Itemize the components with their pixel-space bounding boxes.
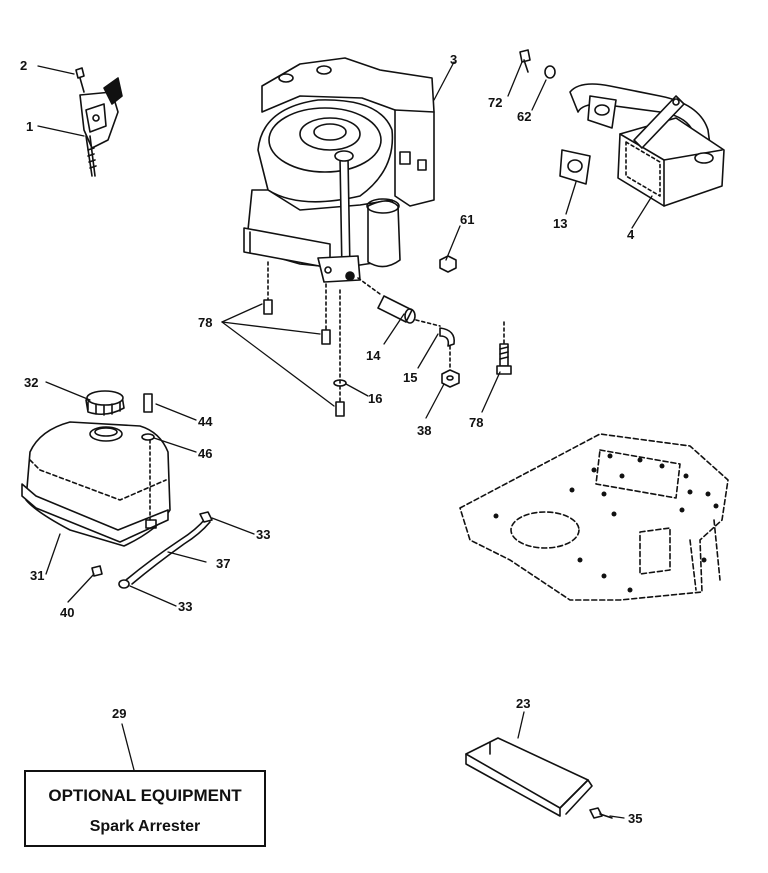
callout-35: 35 (628, 811, 643, 826)
callout-16: 16 (368, 391, 383, 406)
callout-4: 4 (627, 227, 635, 242)
callout-1: 1 (26, 119, 34, 134)
callout-44: 44 (198, 414, 213, 429)
fuel-tank-part (21, 390, 213, 589)
callout-61: 61 (460, 212, 475, 227)
callout-37: 37 (216, 556, 231, 571)
callout-62: 62 (517, 109, 532, 124)
callout-3: 3 (450, 52, 458, 67)
callout-13: 13 (553, 216, 568, 231)
callout-15: 15 (403, 370, 418, 385)
spark-arrester-part (465, 737, 613, 819)
leader-lines (37, 61, 653, 819)
chassis-holes (493, 453, 719, 593)
callout-78-left: 78 (198, 315, 213, 330)
callout-38: 38 (417, 423, 432, 438)
callout-29: 29 (112, 706, 127, 721)
callout-32: 32 (24, 375, 39, 390)
hardware-parts (357, 255, 512, 388)
muffler-part (519, 49, 725, 207)
callout-14: 14 (366, 348, 381, 363)
callout-2: 2 (20, 58, 28, 73)
callout-72: 72 (488, 95, 503, 110)
optional-equipment-box: OPTIONAL EQUIPMENT Spark Arrester (24, 770, 266, 847)
callout-46: 46 (198, 446, 213, 461)
engine-part (243, 57, 435, 417)
callout-40: 40 (60, 605, 75, 620)
callout-33-lower: 33 (178, 599, 193, 614)
callout-31: 31 (30, 568, 45, 583)
callout-33-upper: 33 (256, 527, 271, 542)
chassis-plate-part (459, 433, 729, 601)
spark-arrester-label: Spark Arrester (89, 818, 201, 835)
optional-equipment-title: OPTIONAL EQUIPMENT (48, 786, 242, 805)
callout-78-right: 78 (469, 415, 484, 430)
callout-23: 23 (516, 696, 531, 711)
throttle-control-part (75, 67, 123, 177)
